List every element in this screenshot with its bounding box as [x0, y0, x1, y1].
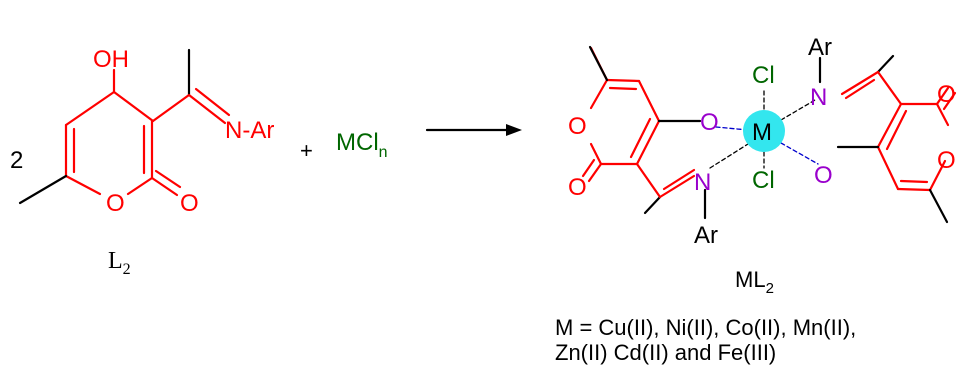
complex-label: ML2 [735, 267, 774, 297]
ring-oxygen-label: O [106, 190, 125, 217]
ligand-label: L2 [108, 248, 131, 278]
chloride-bottom-label: Cl [752, 167, 775, 194]
metal-center-sphere [743, 110, 785, 152]
imine-nitrogen-top-label: N [810, 84, 827, 111]
phenoxide-oxygen-right-label: O [814, 162, 833, 189]
imine-label: N-Ar [225, 117, 274, 144]
carbonyl-oxygen-left-label: O [568, 174, 587, 201]
imine-nitrogen-bottom-label: N [694, 169, 711, 196]
carbonyl-oxygen-label: O [180, 190, 199, 217]
reaction-arrow [425, 124, 522, 136]
stoichiometric-coefficient: 2 [10, 147, 23, 174]
aryl-top-label: Ar [808, 34, 832, 61]
ligand-structure [18, 48, 231, 205]
complex-structure [581, 45, 957, 224]
metal-list-line-2: Zn(II) Cd(II) and Fe(III) [555, 340, 776, 365]
ring-oxygen-left-label: O [568, 113, 587, 140]
hydroxyl-label: OH [93, 46, 129, 73]
metal-salt-label: MCln [336, 129, 388, 161]
metal-list-line-1: M = Cu(II), Ni(II), Co(II), Mn(II), [555, 315, 856, 340]
aryl-bottom-label: Ar [694, 222, 718, 249]
plus-sign: + [300, 138, 313, 163]
metal-label: M [752, 119, 772, 146]
chloride-top-label: Cl [752, 62, 775, 89]
carbonyl-oxygen-right-label: O [937, 81, 956, 108]
phenoxide-oxygen-left-label: O [700, 109, 719, 136]
ring-oxygen-right-label: O [937, 147, 956, 174]
